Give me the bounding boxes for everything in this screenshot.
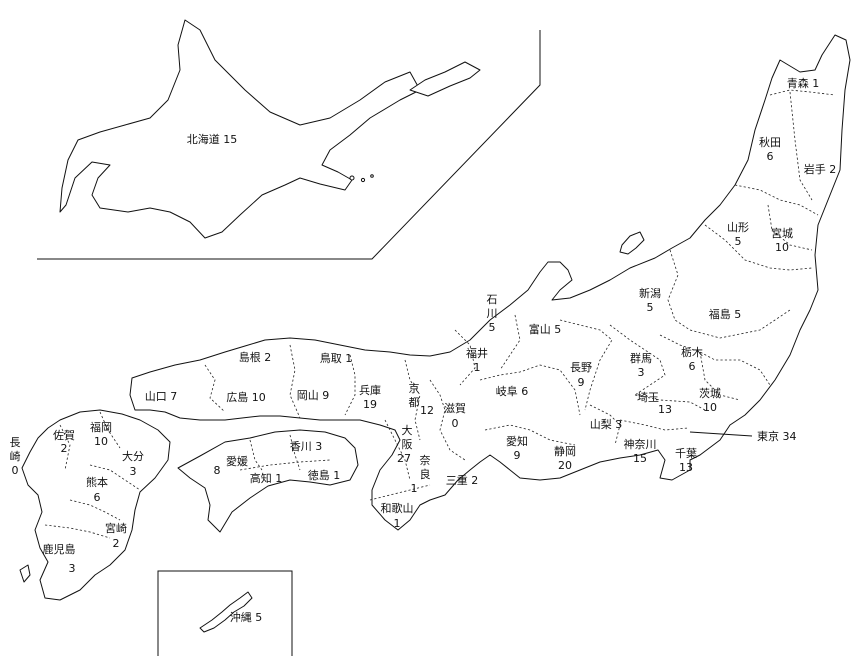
label-nagasaki-1: 長 [10,436,21,449]
tokyo-callout-line [689,431,753,437]
label-hyogo-count: 19 [363,398,377,411]
label-okinawa: 沖縄 5 [230,610,263,624]
label-chiba-count: 13 [679,461,693,474]
label-miyagi: 宮城 [771,226,793,240]
label-saitama: 埼玉 [637,390,659,404]
label-chiba: 千葉 [675,446,697,460]
label-kagawa: 香川 3 [290,440,323,453]
label-iwate: 岩手 2 [804,162,837,176]
label-osaka-count: 27 [397,452,411,465]
label-aomori: 青森 1 [787,76,820,90]
label-mie: 三重 2 [446,473,479,487]
label-wakayama: 和歌山 [381,501,414,515]
label-toyama: 富山 5 [529,322,562,336]
label-hyogo: 兵庫 [359,383,381,397]
label-nara-1: 奈 [420,453,431,467]
label-tokushima: 徳島 1 [308,468,341,482]
label-okayama: 岡山 9 [297,389,330,402]
label-gifu: 岐阜 6 [496,385,529,398]
label-miyazaki-count: 2 [113,537,120,550]
label-kumamoto-count: 6 [94,491,101,504]
label-fukushima: 福島 5 [709,307,742,321]
label-wakayama-count: 1 [394,517,401,530]
hokkaido-shape [59,19,421,239]
label-ishikawa-2: 川 [487,307,498,320]
label-ibaraki-count: 10 [703,401,717,414]
label-kumamoto: 熊本 [86,475,108,489]
label-akita-count: 6 [767,150,774,163]
label-saga-count: 2 [61,442,68,455]
label-saga: 佐賀 [53,428,75,442]
label-tochigi-count: 6 [689,360,696,373]
label-gunma: 群馬 [630,351,652,365]
label-tottori: 鳥取 1 [320,351,353,365]
label-kyoto-1: 京 [409,381,420,395]
label-ibaraki: 茨城 [699,386,721,400]
label-tokyo: 東京 34 [757,429,797,443]
label-hiroshima: 広島 10 [226,390,266,404]
label-aichi: 愛知 [506,434,528,448]
label-kanagawa-count: 15 [633,452,647,465]
label-kagoshima: 鹿児島 [43,542,76,556]
label-niigata-count: 5 [647,301,654,314]
okinawa-shape [199,591,253,633]
label-akita: 秋田 [759,135,781,149]
label-yamagata: 山形 [727,221,749,234]
islet [360,177,366,183]
label-kanagawa: 神奈川 [624,437,657,451]
label-yamaguchi: 山口 7 [145,390,178,403]
label-kyoto-2: 都 [409,396,420,409]
shikoku-shape [177,429,359,533]
label-kyoto-count: 12 [420,404,434,417]
label-shiga: 滋賀 [444,402,466,415]
label-nagano: 長野 [570,361,592,374]
label-nagano-count: 9 [578,376,585,389]
label-miyazaki: 宮崎 [105,521,127,535]
label-shizuoka: 静岡 [554,444,576,458]
label-kagoshima-count: 3 [69,562,76,575]
honshu-shape [129,34,851,531]
label-oita-count: 3 [130,465,137,478]
label-ishikawa-count: 5 [489,321,496,334]
kyushu-shape [21,409,171,601]
label-yamagata-count: 5 [735,235,742,248]
label-nagasaki-2: 崎 [10,449,21,463]
tsushima-like-islet [19,564,31,583]
label-fukuoka-count: 10 [94,435,108,448]
label-nagasaki-count: 0 [12,464,19,477]
label-ishikawa-1: 石 [487,293,498,306]
label-nara-2: 良 [420,467,431,481]
label-shizuoka-count: 20 [558,459,572,472]
label-ehime-count: 8 [214,464,221,477]
label-oita: 大分 [122,449,144,463]
label-fukuoka: 福岡 [90,420,112,434]
label-yamanashi: 山梨 3 [590,417,623,431]
label-nara-count: 1 [411,482,418,495]
label-aichi-count: 9 [514,449,521,462]
label-tochigi: 栃木 [681,345,703,359]
label-shiga-count: 0 [452,417,459,430]
kunashiri-island [409,61,481,97]
label-ehime: 愛媛 [226,454,248,468]
hokkaido-inset-frame [37,30,541,260]
label-osaka-2: 阪 [402,437,413,451]
label-miyagi-count: 10 [775,241,789,254]
label-fukui: 福井 [466,346,488,360]
label-shimane: 島根 2 [239,350,272,364]
sado-island [619,231,645,255]
label-niigata: 新潟 [639,286,661,300]
label-fukui-count: 1 [474,361,481,374]
label-gunma-count: 3 [638,366,645,379]
okinawa-inset-frame [157,570,293,656]
label-osaka-1: 大 [402,423,413,437]
label-saitama-count: 13 [658,403,672,416]
islet [370,174,374,178]
prefecture-boundaries [44,89,836,539]
islet [349,175,355,181]
label-kochi: 高知 1 [250,471,283,485]
label-hokkaido: 北海道 15 [187,132,238,146]
